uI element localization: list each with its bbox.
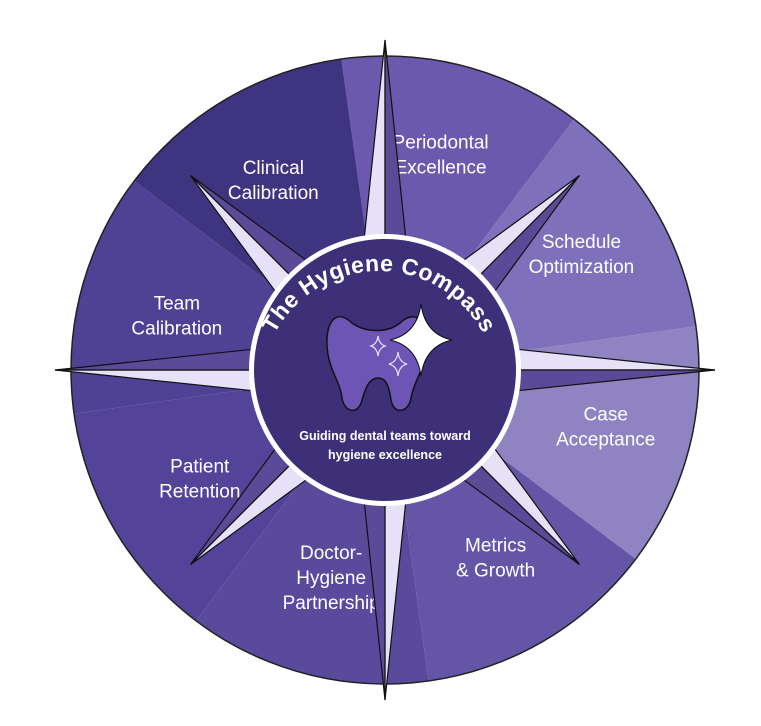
segment-label-doctor-hygiene-partnership: Hygiene: [296, 568, 366, 589]
segment-label-doctor-hygiene-partnership: Partnership: [283, 593, 380, 614]
tagline-line-1: Guiding dental teams toward: [299, 429, 471, 443]
segment-label-patient-retention: Retention: [159, 482, 240, 503]
segment-label-case-acceptance: Acceptance: [556, 430, 655, 451]
segment-labels: PeriodontalExcellenceScheduleOptimizatio…: [131, 133, 655, 615]
tagline-line-2: hygiene excellence: [328, 448, 442, 462]
segment-label-schedule-optimization: Schedule: [542, 232, 621, 253]
segment-label-team-calibration: Calibration: [131, 319, 222, 340]
segment-label-metrics-growth: Metrics: [465, 535, 526, 556]
sparkle-icon: [389, 303, 453, 377]
segment-label-team-calibration: Team: [154, 294, 200, 315]
segment-label-patient-retention: Patient: [170, 457, 230, 478]
segment-label-periodontal-excellence: Excellence: [395, 158, 487, 179]
sparkle-icon: [388, 351, 408, 377]
sparkle-icon: [369, 335, 387, 357]
compass-center: The Hygiene Compass Guiding dental teams…: [249, 234, 521, 506]
segment-label-schedule-optimization: Optimization: [529, 257, 635, 278]
tooth-icon: [326, 303, 453, 411]
segment-label-metrics-growth: & Growth: [456, 560, 535, 581]
segment-label-clinical-calibration: Clinical: [243, 158, 304, 179]
segment-label-doctor-hygiene-partnership: Doctor-: [300, 543, 362, 564]
segment-label-case-acceptance: Case: [584, 405, 628, 426]
segment-label-periodontal-excellence: Periodontal: [393, 133, 489, 154]
segment-label-clinical-calibration: Calibration: [228, 183, 319, 204]
